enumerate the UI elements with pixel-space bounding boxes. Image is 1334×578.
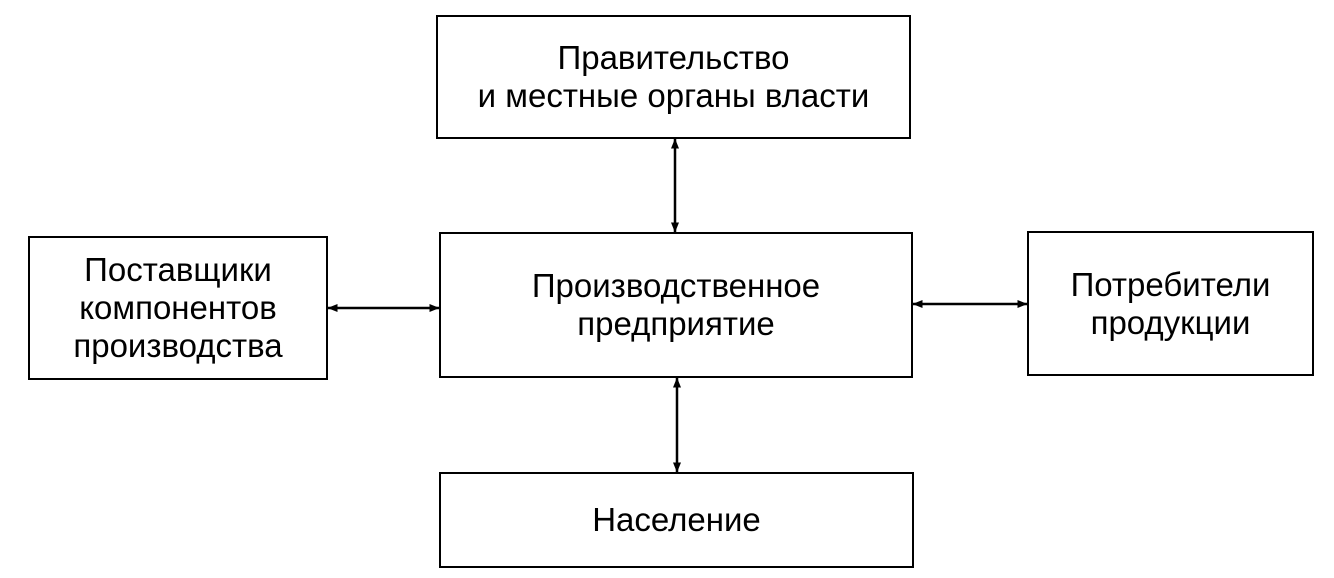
suppliers-label: Поставщики компонентов производства [73, 251, 283, 364]
government-label: Правительство и местные органы власти [477, 39, 870, 114]
consumers-label: Потребители продукции [1070, 265, 1271, 341]
population-label: Население [592, 501, 761, 538]
consumers-box: Потребители продукции [1027, 231, 1314, 376]
government-box: Правительство и местные органы власти [436, 15, 911, 139]
enterprise-label: Производственное предприятие [531, 267, 821, 342]
suppliers-box: Поставщики компонентов производства [28, 236, 328, 380]
enterprise-box: Производственное предприятие [439, 232, 913, 378]
population-box: Население [439, 472, 914, 568]
